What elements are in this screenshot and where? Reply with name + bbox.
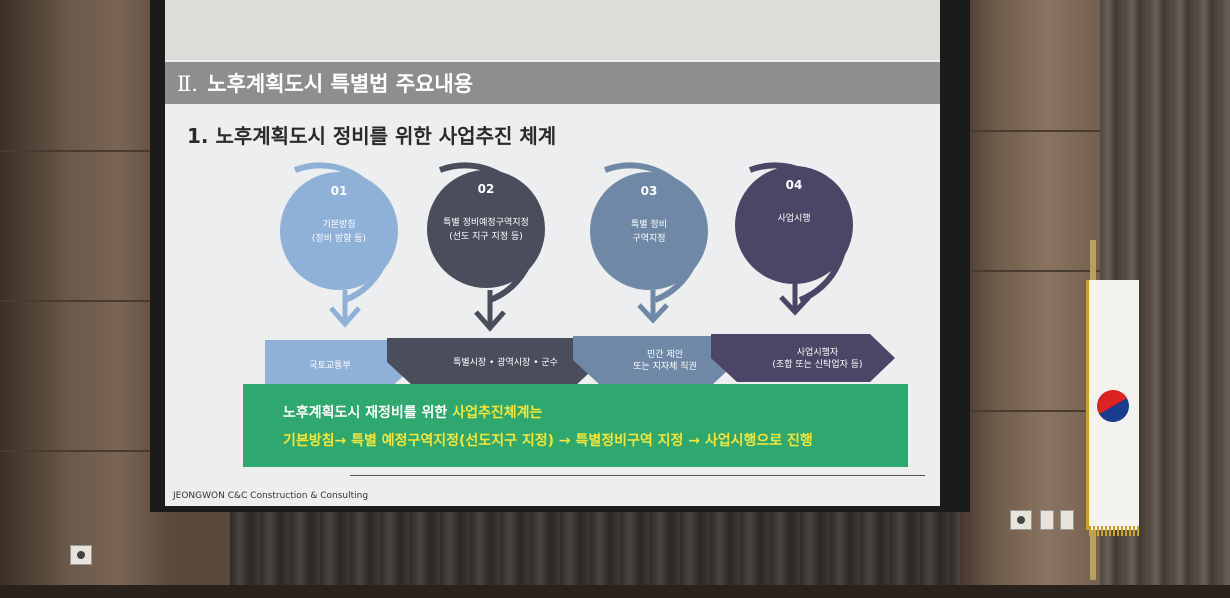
actor-line2: 또는 지자체 직권 xyxy=(633,362,697,372)
step-number: 02 xyxy=(477,182,495,196)
step-circle-03: 03 특별 정비 구역지정 xyxy=(590,172,708,290)
step-circle-02: 02 특별 정비예정구역지정 (선도 지구 지정 등) xyxy=(427,170,545,288)
stage-curtain xyxy=(230,505,960,598)
actor-label-02: 특별시장 • 광역시장 • 군수 xyxy=(413,338,598,388)
stage-edge xyxy=(0,585,1230,598)
slide-title-roman: Ⅱ. xyxy=(177,72,198,96)
slide-title-bar xyxy=(165,62,940,104)
actor-line1: 국토교통부 xyxy=(309,361,351,371)
footer-company: JEONGWON C&C Construction & Consulting xyxy=(173,491,369,501)
step-label: 사업시행 xyxy=(735,212,853,226)
chevron-03 xyxy=(573,336,739,384)
summary-highlight: 사업추진체계는 xyxy=(452,405,543,421)
chevron-04 xyxy=(711,334,895,382)
arrow-down-icon xyxy=(637,290,669,324)
step-circle-01: 01 기본방침 (정비 방향 등) xyxy=(280,172,398,290)
screen-top-margin xyxy=(165,0,940,60)
wall-switch xyxy=(1040,510,1054,530)
flag-fringe xyxy=(1089,526,1139,536)
actor-line1: 특별시장 • 광역시장 • 군수 xyxy=(453,358,558,368)
slide-title-text: 노후계획도시 특별법 주요내용 xyxy=(207,72,474,96)
step-label-line2: (정비 방향 등) xyxy=(311,234,367,244)
actor-label-04: 사업시행자 (조합 또는 신탁업자 등) xyxy=(740,334,895,384)
wall-panel-left xyxy=(0,0,170,598)
projection-screen: Ⅱ. 노후계획도시 특별법 주요내용 1. 노후계획도시 정비를 위한 사업추진… xyxy=(165,0,940,506)
step-label-line1: 특별 정비 xyxy=(631,220,667,230)
step-label-line2: 구역지정 xyxy=(632,234,666,244)
arrow-down-icon xyxy=(329,290,361,328)
actor-line1: 민간 제안 xyxy=(647,350,683,360)
step-label-line2: (선도 지구 지정 등) xyxy=(449,232,523,242)
actor-label-01: 국토교통부 xyxy=(270,340,390,392)
wall-switch xyxy=(1010,510,1032,530)
summary-prefix: 노후계획도시 재정비를 위한 xyxy=(283,405,453,421)
step-label: 특별 정비 구역지정 xyxy=(590,218,708,246)
step-number: 03 xyxy=(640,184,658,198)
slide-title: Ⅱ. 노후계획도시 특별법 주요내용 xyxy=(177,68,473,98)
actor-chevrons-svg xyxy=(265,334,895,388)
slide-subtitle: 1. 노후계획도시 정비를 위한 사업추진 체계 xyxy=(187,124,557,148)
summary-line2: 기본방침→ 특별 예정구역지정(선도지구 지정) → 특별정비구역 지정 → 사… xyxy=(283,433,813,449)
step-label-line1: 사업시행 xyxy=(777,214,811,224)
step-label: 기본방침 (정비 방향 등) xyxy=(280,218,398,246)
wall-switch xyxy=(1060,510,1074,530)
step-number: 01 xyxy=(330,184,348,198)
summary-box: 노후계획도시 재정비를 위한 사업추진체계는 기본방침→ 특별 예정구역지정(선… xyxy=(243,384,908,467)
step-number: 04 xyxy=(785,178,803,192)
step-circle-04: 04 사업시행 xyxy=(735,166,853,284)
chevron-02 xyxy=(387,338,601,386)
chevron-01 xyxy=(265,340,417,388)
wall-outlet xyxy=(70,545,92,565)
step-label-line1: 특별 정비예정구역지정 xyxy=(443,218,529,228)
actor-line2: (조합 또는 신탁업자 등) xyxy=(772,360,863,370)
step-label: 특별 정비예정구역지정 (선도 지구 지정 등) xyxy=(427,216,545,244)
korean-flag-image xyxy=(1086,280,1139,536)
arrow-down-icon xyxy=(474,290,506,332)
taeguk-symbol xyxy=(1091,384,1135,428)
step-label-line1: 기본방침 xyxy=(322,220,356,230)
footer-divider xyxy=(350,475,925,476)
actor-line1: 사업시행자 xyxy=(796,348,839,358)
actor-label-03: 민간 제안 또는 지자체 직권 xyxy=(595,336,735,386)
summary-line1: 노후계획도시 재정비를 위한 사업추진체계는 xyxy=(283,402,542,422)
